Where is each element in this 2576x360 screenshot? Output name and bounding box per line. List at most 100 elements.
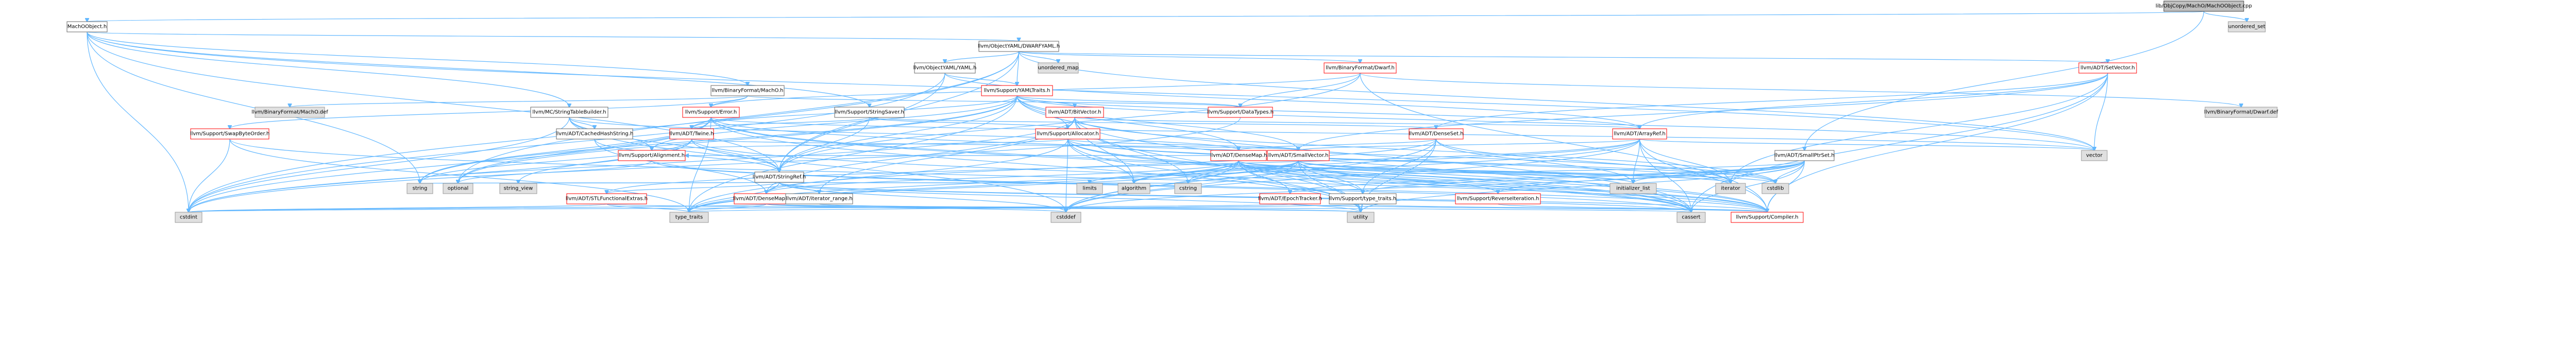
edge-support_stringsaver-to-adt_denseset: [869, 117, 1436, 129]
edge-support_type_traits-to-utility: [1361, 203, 1363, 212]
edge-root-to-machoobject_h: [87, 11, 2205, 22]
edge-adt_smallvector-to-limits: [1090, 160, 1299, 183]
node-adt_smallvector[interactable]: llvm/ADT/SmallVector.h: [1267, 150, 1330, 161]
node-support_alignment[interactable]: llvm/Support/Alignment.h: [618, 150, 686, 161]
node-label: cassert: [1682, 215, 1700, 220]
node-mc_stringtablebuilder[interactable]: llvm/MC/StringTableBuilder.h: [530, 107, 608, 118]
node-label: llvm/Support/ReverseIteration.h: [1457, 196, 1539, 202]
edge-adt_arrayref-to-iterator: [1639, 139, 1731, 183]
edge-support_allocator-to-support_compiler: [1067, 139, 1768, 212]
edge-binfmt_macho-to-support_datatypes: [747, 95, 1241, 107]
node-adt_twine[interactable]: llvm/ADT/Twine.h: [669, 128, 714, 140]
node-label: llvm/ADT/DenseSet.h: [1409, 131, 1463, 137]
node-support_reverseiteration[interactable]: llvm/Support/ReverseIteration.h: [1455, 193, 1541, 204]
edge-support_reverseiteration-to-support_compiler: [1497, 203, 1768, 212]
node-box: [1324, 62, 1397, 74]
edge-support_yamltraits-to-string: [420, 95, 1018, 183]
node-box: [2228, 21, 2266, 32]
node-box: [1676, 212, 1706, 223]
edge-binfmt_macho-to-support_swapbyteorder: [230, 95, 748, 129]
node-box: [2163, 1, 2244, 12]
node-label: llvm/Support/SwapByteOrder.h: [190, 131, 269, 137]
node-label: llvm/ADT/DenseMapInfo.h: [733, 196, 800, 202]
node-iterator: iterator: [1715, 183, 1746, 194]
node-utility: utility: [1347, 212, 1375, 223]
node-box: [1609, 183, 1657, 194]
node-box: [1731, 212, 1804, 223]
edge-objyaml_dwarfyaml-to-vector: [1018, 51, 2095, 150]
node-vector: vector: [2081, 150, 2108, 161]
edge-adt_smallvector-to-cassert: [1298, 160, 1691, 212]
edge-root-to-unordered_set: [2203, 11, 2247, 22]
edge-support_yamltraits-to-support_datatypes: [1016, 95, 1241, 107]
edge-support_stringsaver-to-adt_stringref: [779, 117, 870, 172]
node-adt_bitvector[interactable]: llvm/ADT/BitVector.h: [1045, 107, 1104, 118]
edge-mc_stringtablebuilder-to-adt_densemap: [569, 117, 1239, 150]
node-support_stringsaver[interactable]: llvm/Support/StringSaver.h: [834, 107, 905, 118]
node-root[interactable]: lib/ObjCopy/MachO/MachOObject.cpp: [2156, 1, 2252, 12]
edge-adt_denseset-to-iterator: [1435, 139, 1731, 183]
node-adt_stringref[interactable]: llvm/ADT/StringRef.h: [753, 172, 806, 183]
node-support_datatypes[interactable]: llvm/Support/DataTypes.h: [1207, 107, 1274, 118]
node-box: [981, 85, 1053, 96]
edge-adt_densemap-to-initializer_list: [1238, 160, 1633, 183]
node-adt_epochtracker[interactable]: llvm/ADT/EpochTracker.h: [1258, 193, 1322, 204]
node-label: llvm/Support/type_traits.h: [1329, 196, 1396, 202]
edge-mc_stringtablebuilder-to-adt_cachedhashstring: [569, 117, 595, 129]
edge-binfmt_macho-to-support_error: [711, 95, 748, 107]
node-box: [978, 41, 1059, 52]
node-box: [1347, 212, 1375, 223]
node-label: llvm/ObjectYAML/YAML.h: [913, 65, 977, 71]
node-adt_arrayref[interactable]: llvm/ADT/ArrayRef.h: [1612, 128, 1667, 140]
node-label: llvm/ADT/DenseMap.h: [1210, 153, 1267, 159]
node-adt_densemap[interactable]: llvm/ADT/DenseMap.h: [1210, 150, 1267, 161]
edge-objyaml_yaml-to-support_yamltraits: [944, 73, 1017, 85]
node-label: llvm/Support/Compiler.h: [1736, 215, 1798, 220]
node-optional: optional: [443, 183, 473, 194]
node-support_allocator[interactable]: llvm/Support/Allocator.h: [1035, 128, 1100, 140]
edge-objyaml_dwarfyaml-to-support_yamltraits: [1017, 51, 1020, 85]
node-support_error[interactable]: llvm/Support/Error.h: [682, 107, 740, 118]
node-label: llvm/ADT/SmallPtrSet.h: [1774, 153, 1834, 159]
node-box: [1715, 183, 1746, 194]
node-box: [556, 128, 633, 140]
node-binfmt_dwarf[interactable]: llvm/BinaryFormat/Dwarf.h: [1324, 62, 1397, 74]
node-box: [1174, 183, 1202, 194]
node-adt_densemapinfo[interactable]: llvm/ADT/DenseMapInfo.h: [733, 193, 800, 204]
node-adt_smallptrset[interactable]: llvm/ADT/SmallPtrSet.h: [1774, 150, 1835, 161]
node-adt_setvector[interactable]: llvm/ADT/SetVector.h: [2078, 62, 2137, 74]
node-support_swapbyteorder[interactable]: llvm/Support/SwapByteOrder.h: [190, 128, 269, 140]
edge-support_alignment-to-cassert: [651, 160, 1691, 212]
edge-binfmt_dwarf-to-support_datatypes: [1241, 73, 1361, 107]
edge-adt_smallptrset-to-initializer_list: [1633, 160, 1805, 183]
node-support_compiler[interactable]: llvm/Support/Compiler.h: [1731, 212, 1804, 223]
node-label: llvm/Support/YAMLTraits.h: [984, 88, 1050, 94]
node-adt_cachedhashstring[interactable]: llvm/ADT/CachedHashString.h: [556, 128, 634, 140]
node-label: string_view: [504, 186, 533, 192]
node-binfmt_macho[interactable]: llvm/BinaryFormat/MachO.h: [710, 85, 785, 96]
edge-adt_bitvector-to-adt_arrayref: [1074, 117, 1640, 129]
edge-support_allocator-to-support_alignment: [652, 139, 1069, 150]
edge-adt_setvector-to-support_compiler: [1767, 73, 2108, 212]
edge-machoobject_h-to-cstdint: [87, 31, 189, 212]
node-support_type_traits[interactable]: llvm/Support/type_traits.h: [1329, 193, 1397, 204]
node-label: cstdint: [180, 215, 197, 220]
edge-adt_densemapinfo-to-cstddef: [766, 203, 1066, 212]
node-label: MachOObject.h: [67, 24, 107, 30]
node-objyaml_dwarfyaml[interactable]: llvm/ObjectYAML/DWARFYAML.h: [978, 41, 1060, 52]
edge-adt_denseset-to-adt_densemap: [1239, 139, 1437, 150]
node-box: [1259, 193, 1321, 204]
node-label: cstddef: [1057, 215, 1076, 220]
node-layer: lib/ObjCopy/MachO/MachOObject.cppMachOOb…: [66, 1, 2278, 223]
node-box: [834, 107, 905, 118]
node-objyaml_yaml[interactable]: llvm/ObjectYAML/YAML.h: [913, 62, 977, 74]
node-adt_stlfunctionalextras[interactable]: llvm/ADT/STLFunctionalExtras.h: [566, 193, 648, 204]
node-label: llvm/Support/Allocator.h: [1037, 131, 1098, 137]
edge-adt_arrayref-to-vector: [1639, 139, 2095, 150]
edge-adt_twine-to-string: [420, 139, 692, 183]
edge-support_error-to-support_compiler: [710, 117, 1767, 212]
node-support_yamltraits[interactable]: llvm/Support/YAMLTraits.h: [981, 85, 1053, 96]
node-adt_iterator_range[interactable]: llvm/ADT/iterator_range.h: [785, 193, 853, 204]
node-machoobject_h[interactable]: MachOObject.h: [66, 21, 108, 32]
node-adt_denseset[interactable]: llvm/ADT/DenseSet.h: [1409, 128, 1464, 140]
